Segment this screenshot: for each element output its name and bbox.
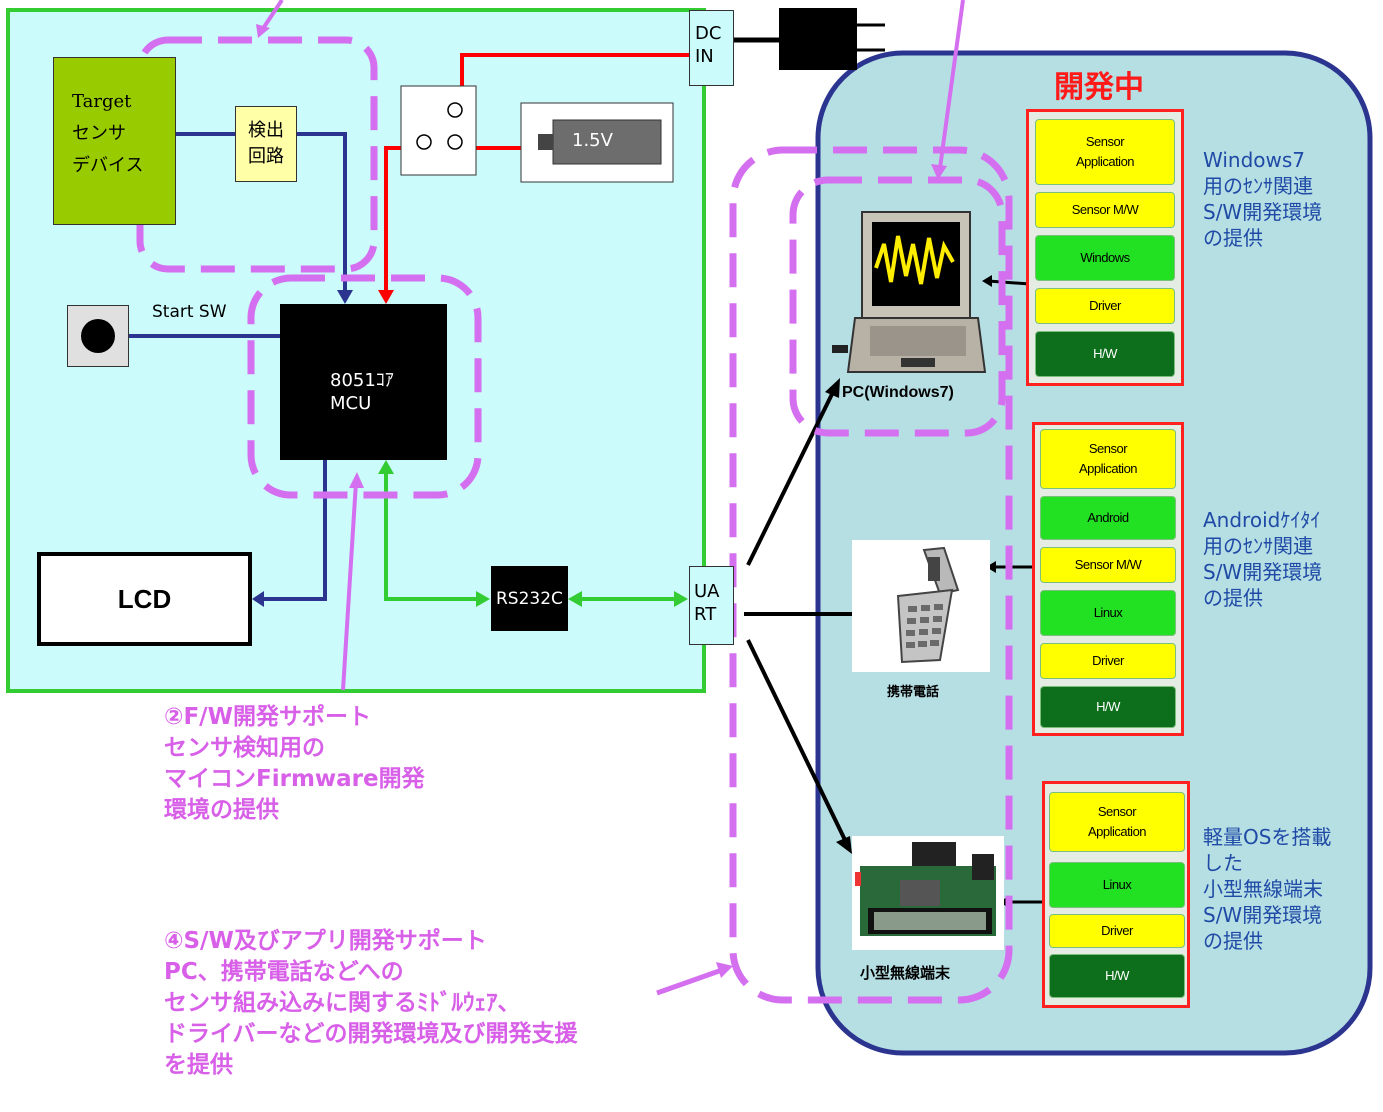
- stack2-layer-linux: Linux: [1040, 590, 1176, 636]
- windows-stack-description: Windows7 用のｾﾝｻ関連 S/W開発環境 の提供: [1203, 147, 1322, 251]
- rs232c-chip: RS232C: [491, 566, 568, 631]
- start-switch-button[interactable]: [67, 305, 129, 367]
- stack3-layer-driver: Driver: [1049, 914, 1185, 948]
- switch-terminal-3: [448, 135, 462, 149]
- stack2-layer-sensor-mw: Sensor M/W: [1040, 547, 1176, 583]
- sw-note-line-5: を提供: [164, 1050, 578, 1081]
- dc-in-line-2: IN: [695, 45, 733, 68]
- target-sensor-line-1: Target: [72, 86, 175, 118]
- wireless-label: 小型無線端末: [860, 962, 950, 983]
- switch-terminal-2: [417, 135, 431, 149]
- android-stack-description: Androidｹｲﾀｲ 用のｾﾝｻ関連 S/W開発環境 の提供: [1203, 507, 1322, 611]
- stack3-layer-hw: H/W: [1049, 954, 1185, 998]
- dc-in-connector: DC IN: [689, 10, 734, 86]
- stack3-desc-line-1: 軽量OSを搭載: [1203, 824, 1331, 850]
- start-sw-label: Start SW: [152, 302, 227, 322]
- phone-icon: [852, 540, 990, 672]
- battery-terminal: [538, 134, 553, 150]
- stack2-layer-android: Android: [1040, 496, 1176, 540]
- wireless-board-icon: [852, 836, 1004, 950]
- power-switch: [401, 86, 476, 175]
- stack1-desc-line-4: の提供: [1203, 225, 1322, 251]
- stack3-desc-line-3: 小型無線端末: [1203, 876, 1331, 902]
- mcu-chip: 8051ｺｱ MCU: [280, 304, 447, 460]
- stack1-desc-line-1: Windows7: [1203, 147, 1322, 173]
- switch-terminal-1: [448, 103, 462, 117]
- fw-support-note: ②F/W開発サポート センサ検知用の マイコンFirmware開発 環境の提供: [164, 702, 425, 826]
- battery-label: 1.5V: [572, 130, 613, 151]
- stack2-desc-line-1: Androidｹｲﾀｲ: [1203, 507, 1322, 533]
- stack1-layer-windows: Windows: [1035, 235, 1175, 281]
- stack1-layer-driver: Driver: [1035, 288, 1175, 324]
- stack3-layer-linux: Linux: [1049, 862, 1185, 908]
- mcu-line-1: 8051ｺｱ: [330, 369, 447, 392]
- detect-circuit: 検出 回路: [235, 106, 297, 182]
- sw-support-note: ④S/W及びアプリ開発サポート PC、携帯電話などへの センサ組み込みに関するﾐ…: [164, 926, 578, 1081]
- lightweight-os-stack-description: 軽量OSを搭載 した 小型無線端末 S/W開発環境 の提供: [1203, 824, 1331, 954]
- target-sensor-line-3: デバイス: [72, 150, 175, 182]
- sw-note-line-3: センサ組み込みに関するﾐﾄﾞﾙｳｪｱ、: [164, 988, 578, 1019]
- stack2-desc-line-4: の提供: [1203, 585, 1322, 611]
- windows-sw-stack: Sensor Application Sensor M/W Windows Dr…: [1026, 109, 1184, 386]
- stack1-layer-hw: H/W: [1035, 331, 1175, 377]
- dc-plug: [779, 8, 857, 70]
- sw-note-line-1: ④S/W及びアプリ開発サポート: [164, 926, 578, 957]
- uart-connector: UA RT: [689, 566, 734, 645]
- stack3-layer-sensor-app: Sensor Application: [1049, 792, 1185, 852]
- uart-line-1: UA: [694, 580, 733, 603]
- pointer-sw-head: [716, 962, 733, 978]
- android-sw-stack: Sensor Application Android Sensor M/W Li…: [1032, 422, 1184, 736]
- detect-circuit-line-2: 回路: [248, 144, 284, 170]
- lcd-display: LCD: [37, 552, 252, 646]
- stack2-desc-line-2: 用のｾﾝｻ関連: [1203, 533, 1322, 559]
- stack1-desc-line-2: 用のｾﾝｻ関連: [1203, 173, 1322, 199]
- pointer-sw: [657, 970, 722, 993]
- fw-note-line-2: センサ検知用の: [164, 733, 425, 764]
- stack2-desc-line-3: S/W開発環境: [1203, 559, 1322, 585]
- fw-note-line-4: 環境の提供: [164, 795, 425, 826]
- in-development-title: 開発中: [1054, 62, 1144, 106]
- target-sensor-line-2: センサ: [72, 118, 175, 150]
- stack2-layer-driver: Driver: [1040, 643, 1176, 679]
- phone-label: 携帯電話: [887, 681, 939, 700]
- stack2-layer-hw: H/W: [1040, 686, 1176, 728]
- target-sensor-device: Target センサ デバイス: [53, 57, 176, 225]
- fw-note-line-1: ②F/W開発サポート: [164, 702, 425, 733]
- stack3-desc-line-2: した: [1203, 850, 1331, 876]
- lightweight-os-sw-stack: Sensor Application Linux Driver H/W: [1042, 781, 1190, 1008]
- stack3-desc-line-4: S/W開発環境: [1203, 902, 1331, 928]
- fw-note-line-3: マイコンFirmware開発: [164, 764, 425, 795]
- stack1-layer-sensor-mw: Sensor M/W: [1035, 192, 1175, 228]
- pc-label: PC(Windows7): [842, 384, 954, 402]
- stack1-desc-line-3: S/W開発環境: [1203, 199, 1322, 225]
- dc-in-line-1: DC: [695, 22, 733, 45]
- mcu-line-2: MCU: [330, 392, 447, 415]
- sw-note-line-2: PC、携帯電話などへの: [164, 957, 578, 988]
- stack2-layer-sensor-app: Sensor Application: [1040, 429, 1176, 489]
- sw-note-line-4: ドライバーなどの開発環境及び開発支援: [164, 1019, 578, 1050]
- uart-line-2: RT: [694, 603, 733, 626]
- detect-circuit-line-1: 検出: [248, 118, 284, 144]
- start-switch-knob: [81, 319, 115, 353]
- stack3-desc-line-5: の提供: [1203, 928, 1331, 954]
- stack1-layer-sensor-app: Sensor Application: [1035, 119, 1175, 185]
